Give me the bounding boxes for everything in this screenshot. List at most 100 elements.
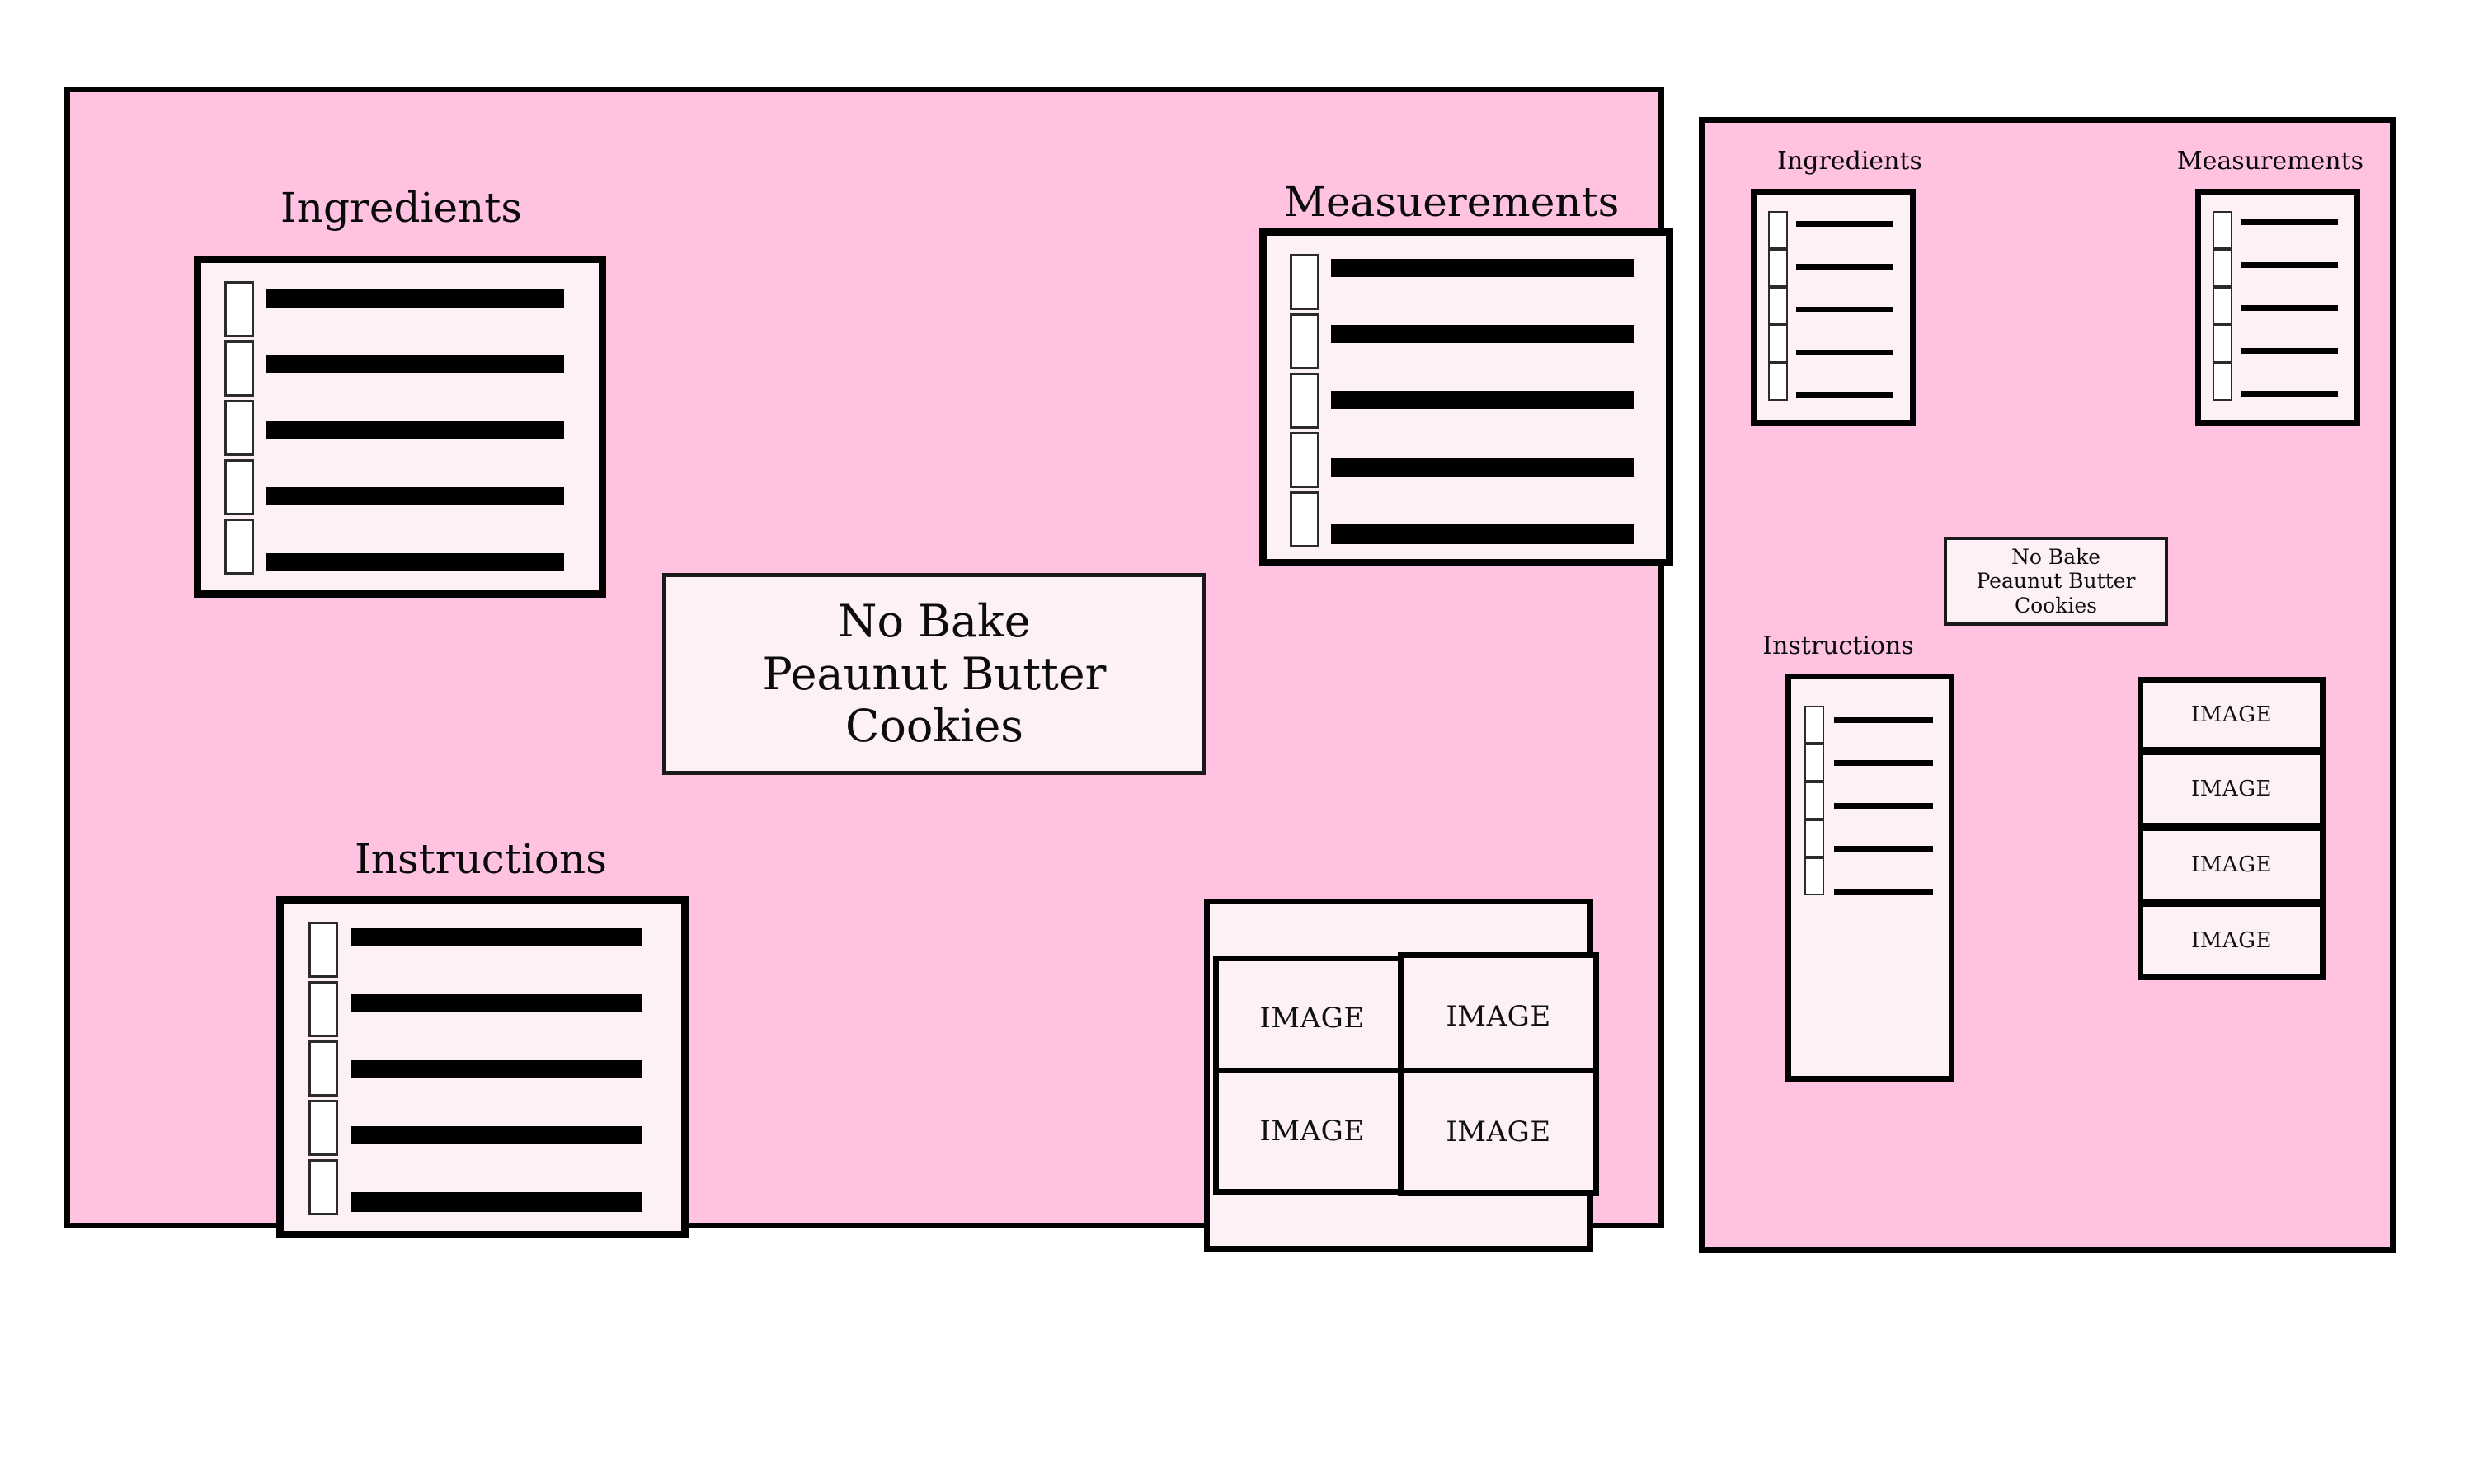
list-item[interactable]: [308, 981, 659, 1040]
instructions-section-label: Instructions: [355, 835, 607, 883]
checkbox[interactable]: [308, 1100, 338, 1156]
checkbox[interactable]: [224, 281, 254, 337]
list-item[interactable]: [1290, 491, 1644, 551]
checkbox[interactable]: [1768, 249, 1788, 287]
checkbox[interactable]: [1290, 491, 1319, 547]
recipe-title-line-1: No Bake: [838, 594, 1031, 647]
list-item[interactable]: [1290, 373, 1644, 432]
thumb-measurements-section-label: Measurements: [2176, 147, 2364, 176]
redacted-text-bar: [351, 1060, 642, 1078]
thumb-instructions-card[interactable]: [1785, 674, 1954, 1082]
measurements-card[interactable]: [1259, 228, 1673, 566]
checkbox[interactable]: [1768, 211, 1788, 249]
list-item[interactable]: [1768, 211, 1908, 249]
thumb-ingredients-section-label: Ingredients: [1777, 147, 1922, 176]
list-item[interactable]: [224, 340, 575, 400]
list-item[interactable]: [1804, 819, 1949, 857]
list-item[interactable]: [308, 1040, 659, 1100]
redacted-text-bar: [351, 928, 642, 946]
image-placeholder[interactable]: IMAGE: [2138, 825, 2326, 904]
list-item[interactable]: [2213, 249, 2353, 287]
checkbox[interactable]: [1290, 432, 1319, 488]
rule-line: [2241, 305, 2338, 311]
list-item[interactable]: [224, 281, 575, 340]
checkbox[interactable]: [224, 340, 254, 397]
image-placeholder[interactable]: IMAGE: [2138, 901, 2326, 980]
redacted-text-bar: [266, 487, 564, 505]
list-item[interactable]: [1804, 744, 1949, 782]
checkbox[interactable]: [1804, 857, 1824, 895]
rule-line: [1796, 221, 1893, 227]
thumbnail-recipe-panel: Ingredients Measurements Instructions: [1699, 117, 2396, 1253]
list-item[interactable]: [1768, 249, 1908, 287]
checkbox[interactable]: [2213, 211, 2232, 249]
checkbox[interactable]: [308, 922, 338, 978]
image-placeholder[interactable]: IMAGE: [1398, 952, 1599, 1081]
list-item[interactable]: [1804, 782, 1949, 819]
thumb-recipe-title-line-3: Cookies: [2015, 593, 2097, 618]
ingredients-section-label: Ingredients: [280, 184, 522, 232]
checkbox[interactable]: [2213, 249, 2232, 287]
image-grid-frame: IMAGE IMAGE IMAGE IMAGE: [1204, 899, 1599, 1252]
checkbox[interactable]: [1804, 706, 1824, 744]
list-item[interactable]: [224, 400, 575, 459]
rule-line: [1796, 307, 1893, 312]
rule-line: [1796, 350, 1893, 355]
redacted-text-bar: [1331, 458, 1634, 477]
checkbox[interactable]: [2213, 363, 2232, 401]
ingredients-card[interactable]: [194, 256, 606, 598]
list-item[interactable]: [1804, 857, 1949, 895]
image-placeholder[interactable]: IMAGE: [1213, 956, 1411, 1081]
checkbox[interactable]: [1804, 744, 1824, 782]
checkbox[interactable]: [308, 1159, 338, 1215]
rule-line: [1834, 846, 1933, 852]
checkbox[interactable]: [1768, 363, 1788, 401]
rule-line: [2241, 219, 2338, 225]
list-item[interactable]: [224, 519, 575, 578]
thumb-recipe-title-line-1: No Bake: [2011, 544, 2101, 569]
list-item[interactable]: [1768, 325, 1908, 363]
redacted-text-bar: [1331, 259, 1634, 277]
instructions-card[interactable]: [276, 896, 689, 1238]
checkbox[interactable]: [1290, 313, 1319, 369]
rule-line: [1796, 392, 1893, 398]
checkbox[interactable]: [1290, 373, 1319, 429]
list-item[interactable]: [1290, 432, 1644, 491]
image-placeholder[interactable]: IMAGE: [2138, 749, 2326, 829]
checkbox[interactable]: [308, 981, 338, 1037]
checkbox[interactable]: [308, 1040, 338, 1097]
list-item[interactable]: [1804, 706, 1949, 744]
list-item[interactable]: [2213, 325, 2353, 363]
checkbox[interactable]: [1290, 254, 1319, 310]
image-placeholder[interactable]: IMAGE: [1213, 1068, 1411, 1195]
checkbox[interactable]: [224, 519, 254, 575]
thumb-instructions-section-label: Instructions: [1762, 632, 1914, 660]
checkbox[interactable]: [1804, 782, 1824, 819]
rule-line: [1834, 760, 1933, 766]
checkbox[interactable]: [224, 400, 254, 456]
list-item[interactable]: [1290, 313, 1644, 373]
checkbox[interactable]: [1804, 819, 1824, 857]
checkbox[interactable]: [224, 459, 254, 515]
measurements-section-label: Measuerements: [1283, 178, 1620, 226]
image-placeholder[interactable]: IMAGE: [2138, 677, 2326, 753]
checkbox[interactable]: [1768, 287, 1788, 325]
list-item[interactable]: [308, 1159, 659, 1219]
redacted-text-bar: [351, 1126, 642, 1144]
redacted-text-bar: [266, 553, 564, 571]
thumb-ingredients-card[interactable]: [1751, 189, 1916, 426]
checkbox[interactable]: [2213, 325, 2232, 363]
list-item[interactable]: [1290, 254, 1644, 313]
list-item[interactable]: [2213, 363, 2353, 401]
list-item[interactable]: [1768, 363, 1908, 401]
list-item[interactable]: [2213, 211, 2353, 249]
image-placeholder[interactable]: IMAGE: [1398, 1068, 1599, 1196]
thumb-measurements-card[interactable]: [2195, 189, 2360, 426]
list-item[interactable]: [224, 459, 575, 519]
checkbox[interactable]: [2213, 287, 2232, 325]
list-item[interactable]: [2213, 287, 2353, 325]
list-item[interactable]: [1768, 287, 1908, 325]
list-item[interactable]: [308, 1100, 659, 1159]
checkbox[interactable]: [1768, 325, 1788, 363]
list-item[interactable]: [308, 922, 659, 981]
